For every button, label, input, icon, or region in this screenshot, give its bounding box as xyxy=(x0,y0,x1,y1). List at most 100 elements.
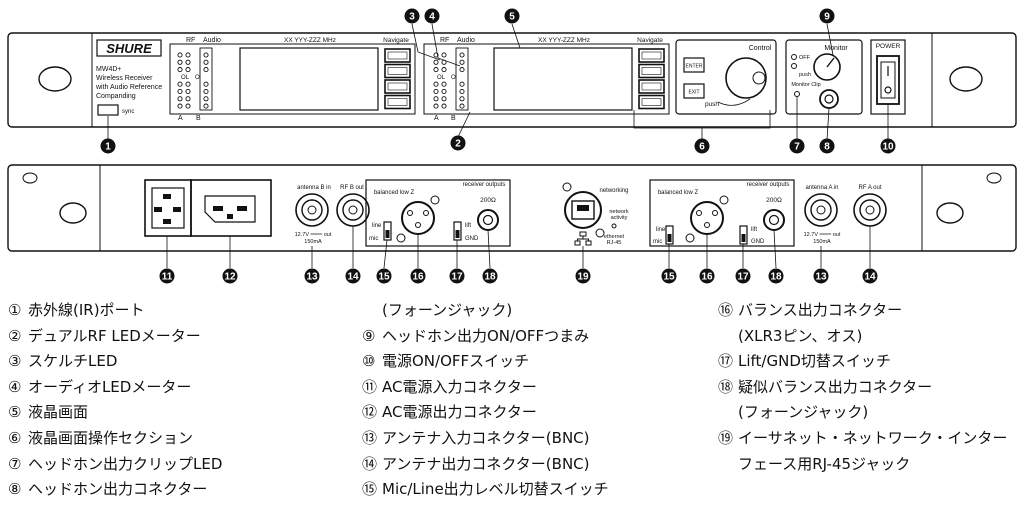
callout-marker: 10 xyxy=(880,138,896,154)
brand-logo: SHURE xyxy=(106,41,152,56)
led-indicator xyxy=(459,96,465,102)
rf-a-out: RF A out xyxy=(853,185,887,227)
rack-hole-right xyxy=(936,202,964,224)
exit-button[interactable] xyxy=(683,83,705,99)
antenna-a-in: antenna A in 12.7V ═══ out 150mA xyxy=(804,185,841,245)
navigate-button[interactable] xyxy=(384,63,411,79)
svg-text:4: 4 xyxy=(429,12,435,23)
callout-marker: 7 xyxy=(789,138,805,154)
network-activity-label: activity xyxy=(611,215,628,221)
navigate-button[interactable] xyxy=(638,63,665,79)
navigate-button[interactable] xyxy=(384,48,411,63)
current-label: 150mA xyxy=(813,239,831,245)
rear-callout-lines xyxy=(166,226,871,269)
meter-b-label: B xyxy=(196,115,201,122)
led-indicator xyxy=(185,59,191,65)
led-indicator xyxy=(203,88,209,95)
svg-text:10: 10 xyxy=(882,142,894,153)
led-indicator xyxy=(185,52,191,58)
legend-item: フェース用RJ-45ジャック xyxy=(738,454,911,473)
led-indicator xyxy=(185,81,191,87)
navigate-button[interactable] xyxy=(384,94,411,110)
callout-marker: 13 xyxy=(304,268,320,284)
line-label: line xyxy=(372,223,382,229)
front-callouts: 1 2 3 4 5 6 7 8 9 10 xyxy=(100,8,896,154)
control-knob[interactable] xyxy=(725,57,767,99)
network-activity-label: network xyxy=(609,209,629,215)
lift-label: lift xyxy=(751,227,757,233)
network-icon xyxy=(574,231,592,246)
rear-callouts: 11 12 13 14 15 16 17 18 19 15 16 17 18 1… xyxy=(159,268,878,284)
sync-label: sync xyxy=(122,109,134,115)
callout-marker: 8 xyxy=(819,138,835,154)
callout-marker: 16 xyxy=(699,268,715,284)
led-indicator xyxy=(459,88,465,95)
led-indicator xyxy=(185,96,191,102)
callout-marker: 4 xyxy=(424,8,440,24)
led-indicator xyxy=(203,81,209,87)
led-indicator xyxy=(441,103,447,109)
navigate-button[interactable] xyxy=(638,79,665,94)
led-indicator xyxy=(203,67,209,73)
network-led xyxy=(611,223,617,229)
legend-item: (XLR3ピン、オス) xyxy=(738,326,863,345)
led-indicator xyxy=(433,59,439,65)
front-callout-lines xyxy=(107,23,889,141)
rack-hole-left xyxy=(38,66,72,92)
led-indicator xyxy=(441,88,447,95)
enter-button[interactable] xyxy=(683,57,705,73)
led-indicator xyxy=(459,103,465,109)
svg-text:16: 16 xyxy=(412,272,424,283)
led-indicator xyxy=(185,88,191,95)
navigate-button[interactable] xyxy=(384,79,411,94)
led-indicator xyxy=(459,81,465,87)
led-indicator xyxy=(203,59,209,65)
callout-marker: 15 xyxy=(376,268,392,284)
led-indicator xyxy=(185,67,191,73)
svg-text:5: 5 xyxy=(509,12,515,23)
off-label: OFF xyxy=(799,55,811,61)
meter-a-label: A xyxy=(178,115,183,122)
monitor-section: Monitor OFF push Monitor Clip xyxy=(785,39,863,115)
rear-panel: antenna B in 12.7V ═══ out 150mA RF B ou… xyxy=(7,164,1017,252)
monitor-clip-label: Monitor Clip xyxy=(791,82,820,88)
led-indicator xyxy=(441,96,447,102)
svg-text:8: 8 xyxy=(824,142,830,153)
navigate-button[interactable] xyxy=(638,94,665,110)
led-indicator xyxy=(459,52,465,58)
monitor-led xyxy=(791,63,797,69)
balanced-low-z-label: balanced low Z xyxy=(374,190,415,196)
navigate-buttons xyxy=(638,48,665,110)
led-indicator xyxy=(459,59,465,65)
callout-marker: 12 xyxy=(222,268,238,284)
mic-label: mic xyxy=(369,236,378,242)
svg-text:11: 11 xyxy=(162,272,173,283)
svg-text:17: 17 xyxy=(737,272,749,283)
monitor-label: Monitor xyxy=(824,45,848,52)
svg-text:18: 18 xyxy=(484,272,496,283)
navigate-button[interactable] xyxy=(638,48,665,63)
receiver-outputs-a: balanced low Z receiver outputs line mic… xyxy=(649,179,795,247)
mic-label: mic xyxy=(653,239,662,245)
svg-text:13: 13 xyxy=(306,272,318,283)
xlr-connector xyxy=(401,201,435,235)
model-line: MW4D+ xyxy=(96,66,121,73)
xlr-connector xyxy=(690,201,724,235)
audio-label: Audio xyxy=(457,37,475,44)
receiver-outputs-label: receiver outputs xyxy=(463,182,506,188)
led-indicator xyxy=(177,52,183,58)
led-indicator xyxy=(433,81,439,87)
push-label: push xyxy=(799,72,811,78)
